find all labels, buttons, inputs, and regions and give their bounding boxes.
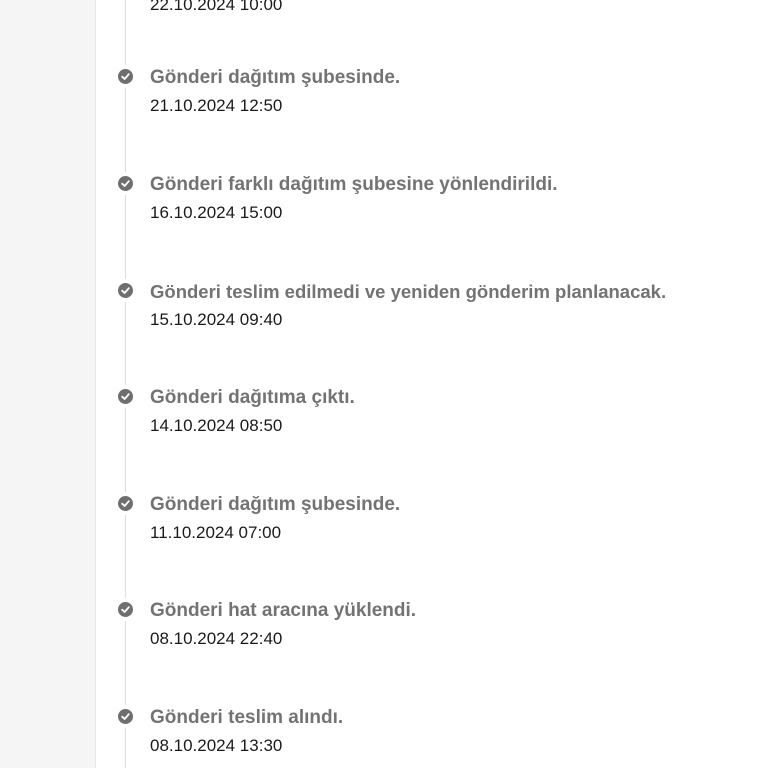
timeline-event: Gönderi dağıtıma çıktı. 14.10.2024 08:50 bbox=[0, 387, 768, 449]
event-time: 08.10.2024 22:40 bbox=[150, 629, 283, 648]
event-time: 14.10.2024 08:50 bbox=[150, 416, 283, 435]
event-title: Gönderi dağıtım şubesinde. bbox=[150, 494, 401, 515]
check-circle-icon bbox=[118, 389, 133, 404]
event-title: Gönderi hat aracına yüklendi. bbox=[150, 600, 417, 621]
event-time: 16.10.2024 15:00 bbox=[150, 203, 283, 222]
check-circle-icon bbox=[118, 496, 133, 511]
event-time: 15.10.2024 09:40 bbox=[150, 310, 283, 329]
left-panel bbox=[0, 0, 96, 768]
timeline-line bbox=[125, 0, 126, 768]
event-title: Gönderi teslim alındı. bbox=[150, 707, 344, 728]
timeline-event: Gönderi teslim edilmedi ve yeniden gönde… bbox=[0, 281, 768, 343]
timeline-event: Gönderi hat aracına yüklendi. 08.10.2024… bbox=[0, 600, 768, 662]
timeline-event: Gönderi farklı dağıtım şubesine yönlendi… bbox=[0, 174, 768, 236]
event-title: Gönderi dağıtım şubesinde. bbox=[150, 67, 401, 88]
check-circle-icon bbox=[118, 709, 133, 724]
event-time: 22.10.2024 10:00 bbox=[150, 0, 283, 14]
check-circle-icon bbox=[118, 69, 133, 84]
timeline-event: Gönderi dağıtım şubesinde. 21.10.2024 12… bbox=[0, 67, 768, 129]
event-time: 08.10.2024 13:30 bbox=[150, 736, 283, 755]
event-time: 11.10.2024 07:00 bbox=[150, 523, 282, 542]
check-circle-icon bbox=[118, 176, 133, 191]
event-title: Gönderi teslim edilmedi ve yeniden gönde… bbox=[150, 281, 667, 302]
check-circle-icon bbox=[118, 602, 133, 617]
check-circle-icon bbox=[118, 283, 133, 298]
timeline-event: Gönderi dağıtım şubesinde. 11.10.2024 07… bbox=[0, 494, 768, 556]
event-time: 21.10.2024 12:50 bbox=[150, 96, 283, 115]
event-title: Gönderi dağıtıma çıktı. bbox=[150, 387, 355, 408]
timeline-event: 22.10.2024 10:00 bbox=[0, 0, 768, 28]
timeline-event: Gönderi teslim alındı. 08.10.2024 13:30 bbox=[0, 707, 768, 768]
event-title: Gönderi farklı dağıtım şubesine yönlendi… bbox=[150, 174, 558, 195]
